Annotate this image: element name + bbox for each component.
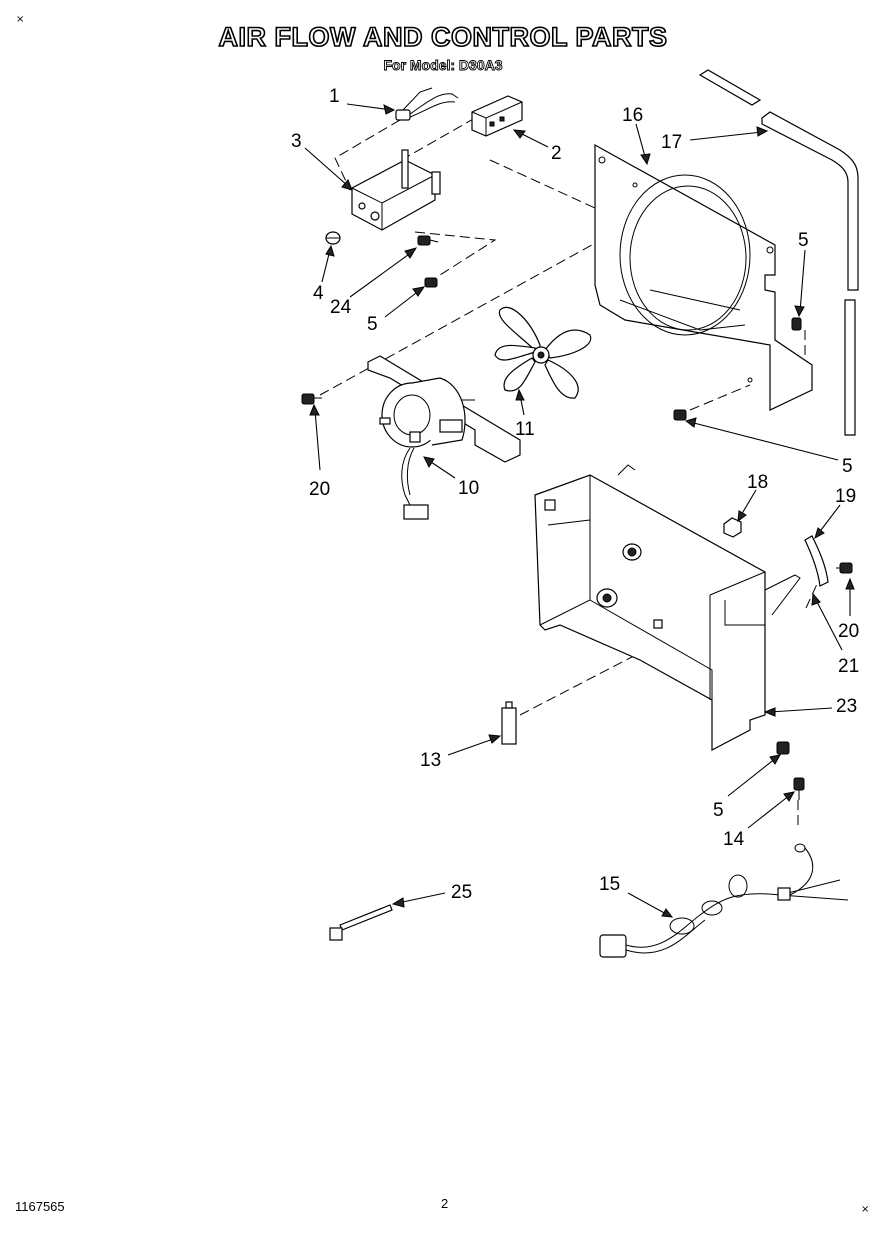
callout-20-left: 20: [309, 479, 330, 500]
part-24-screw: [417, 235, 439, 246]
page-number: 2: [441, 1196, 449, 1211]
callout-18: 18: [747, 472, 768, 493]
part-25-wire-tie: [329, 904, 393, 941]
callout-5-lower: 5: [713, 800, 724, 821]
callout-leader-lines: [304, 103, 855, 918]
part-13-component: [501, 701, 517, 745]
part-17-gasket-strips: [698, 69, 859, 436]
callout-16: 16: [622, 105, 643, 126]
part-20-screw-left: [301, 393, 322, 405]
callout-labels: 1 2 3 4 24 5 16 17 5 11 20 10 5 18 19 20…: [291, 86, 859, 903]
part-10-motor: [367, 355, 521, 520]
callout-23: 23: [836, 696, 857, 717]
part-15-power-cord: [599, 843, 849, 958]
callout-25: 25: [451, 882, 472, 903]
part-3-control-bracket: [351, 149, 441, 231]
part-19-hose: [804, 535, 829, 587]
part-5-screw-right: [791, 317, 802, 331]
callout-13: 13: [420, 750, 441, 771]
part-1-sensor: [395, 87, 459, 121]
callout-5-middle: 5: [842, 456, 853, 477]
page-title: AIR FLOW AND CONTROL PARTS: [218, 21, 668, 53]
callout-11: 11: [515, 419, 535, 440]
part-20-screw-right: [836, 562, 853, 574]
callout-3: 3: [291, 131, 302, 152]
base-pan-assembly: [534, 464, 801, 751]
callout-21: 21: [838, 656, 859, 677]
callout-14: 14: [723, 829, 745, 850]
part-14-ground-screw: [793, 777, 805, 800]
callout-2: 2: [551, 143, 562, 164]
corner-mark-top-left: ×: [16, 14, 25, 25]
part-18-nut: [723, 517, 742, 538]
corner-mark-bottom-right: ×: [861, 1204, 870, 1215]
part-5-screw-middle: [673, 409, 687, 421]
callout-5-right: 5: [798, 230, 809, 251]
model-subtitle: For Model: D30A3: [383, 57, 503, 74]
callout-20-right: 20: [838, 621, 859, 642]
part-16-shroud-panel: [594, 143, 813, 411]
part-5-screw-upper-left: [424, 277, 438, 288]
callout-24: 24: [330, 297, 352, 318]
part-11-fan-blade: [494, 306, 592, 399]
part-4-clip: [325, 231, 341, 245]
callout-4: 4: [313, 283, 324, 304]
callout-1: 1: [329, 86, 340, 107]
document-number: 1167565: [15, 1199, 65, 1214]
part-2-switch-block: [471, 95, 523, 137]
callout-10: 10: [458, 478, 479, 499]
callout-5-upper-left: 5: [367, 314, 378, 335]
callout-15: 15: [599, 874, 620, 895]
callout-17: 17: [661, 132, 682, 153]
callout-19: 19: [835, 486, 856, 507]
part-5-screw-lower: [776, 741, 790, 755]
